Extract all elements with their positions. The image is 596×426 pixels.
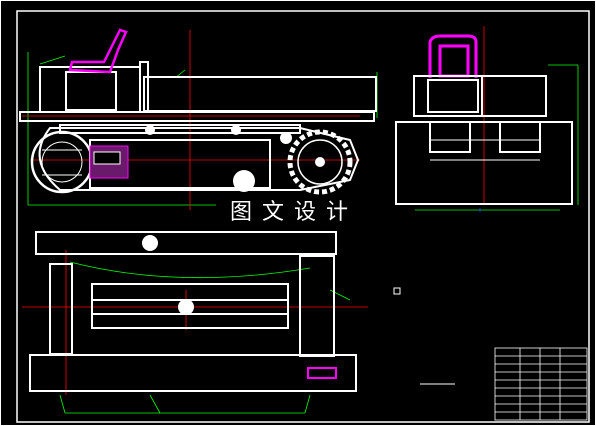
watermark-text: 图文设计 (216, 197, 372, 229)
side-seat (428, 34, 478, 78)
front-view-body (19, 61, 377, 134)
top-view-body (29, 231, 357, 392)
side-view (395, 26, 579, 212)
top-view-centerlines (22, 250, 368, 395)
front-track (38, 127, 360, 191)
side-view-axle (430, 139, 540, 161)
title-block (494, 347, 588, 421)
front-sprocket (287, 129, 353, 195)
side-view-body (395, 75, 573, 205)
view-marker (393, 287, 401, 295)
front-drive-wheel (30, 130, 129, 194)
top-view-hubs (142, 235, 194, 315)
top-view-dimensions (59, 261, 351, 414)
top-view-magenta-parts (307, 367, 337, 379)
front-seat (68, 28, 128, 74)
front-view (19, 28, 378, 210)
front-idler (233, 170, 255, 192)
top-view (22, 231, 368, 414)
side-view-dimensions (415, 64, 579, 211)
